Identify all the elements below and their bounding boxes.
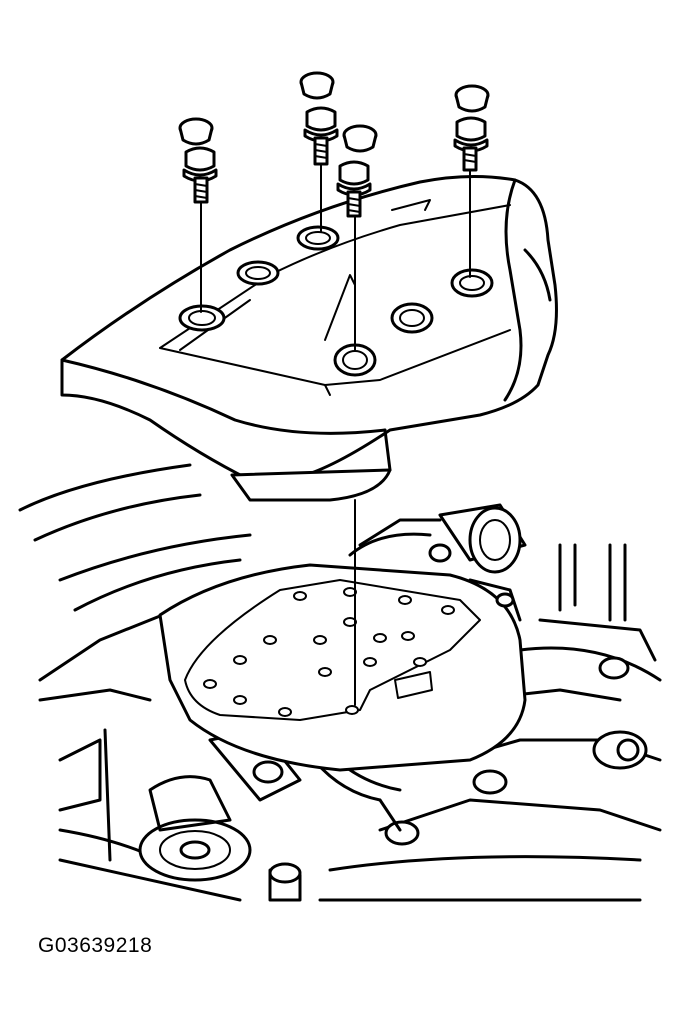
engine-cover [60,174,558,502]
engine-intake-manifold [158,503,527,772]
alignment-lines [200,164,471,706]
engine-bay-background [18,463,662,902]
cover-bolts [178,71,490,218]
bolt-1 [178,117,218,204]
figure-id-label: G03639218 [38,934,153,957]
bolt-2 [299,71,339,166]
bolt-4 [453,84,490,172]
bolt-3 [336,124,378,218]
